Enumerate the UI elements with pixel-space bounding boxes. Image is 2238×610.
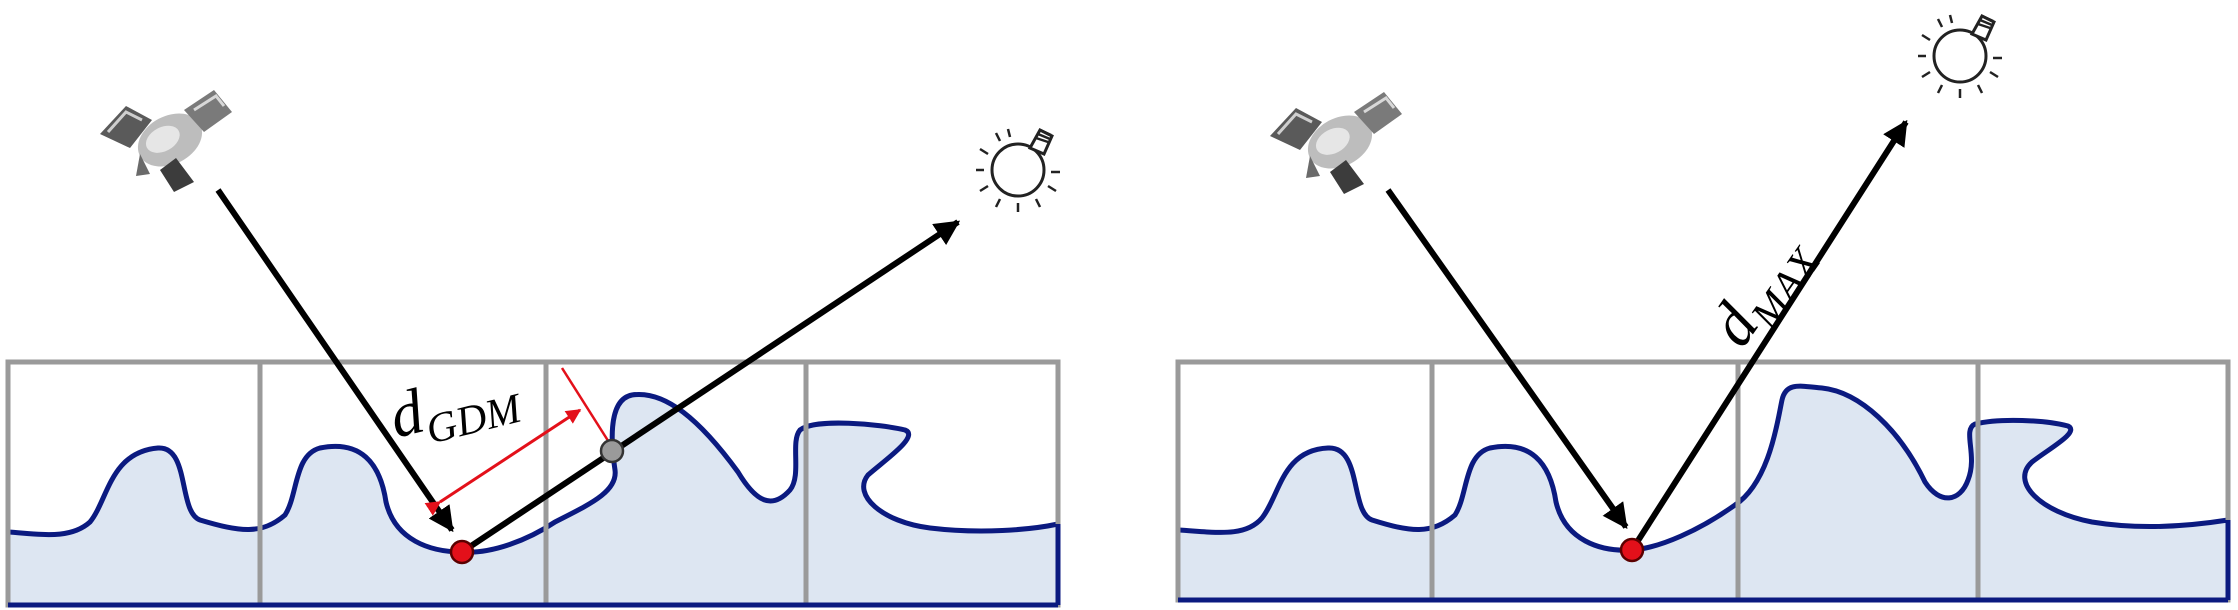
satellite-icon	[98, 88, 234, 194]
right-panel: dMAX	[1175, 13, 2231, 603]
left-distance-marker	[424, 408, 582, 516]
right-heightfield-surface	[1175, 383, 2231, 603]
left-panel: dGDM	[5, 88, 1062, 608]
light-bulb-icon	[974, 127, 1062, 214]
right-light-ray	[1629, 119, 1909, 552]
left-distance-tick	[560, 367, 614, 448]
left-distance-label: dGDM	[382, 351, 527, 461]
right-distance-label: dMAX	[1695, 218, 1831, 363]
left-heightfield-surface	[5, 391, 1061, 608]
right-hit-point	[1619, 537, 1645, 563]
satellite-icon	[1268, 90, 1404, 196]
left-hit-point	[449, 539, 475, 565]
left-view-ray	[215, 188, 455, 533]
light-bulb-icon	[1916, 13, 2004, 100]
left-occlusion-point	[599, 438, 625, 464]
right-view-ray	[1385, 188, 1629, 530]
